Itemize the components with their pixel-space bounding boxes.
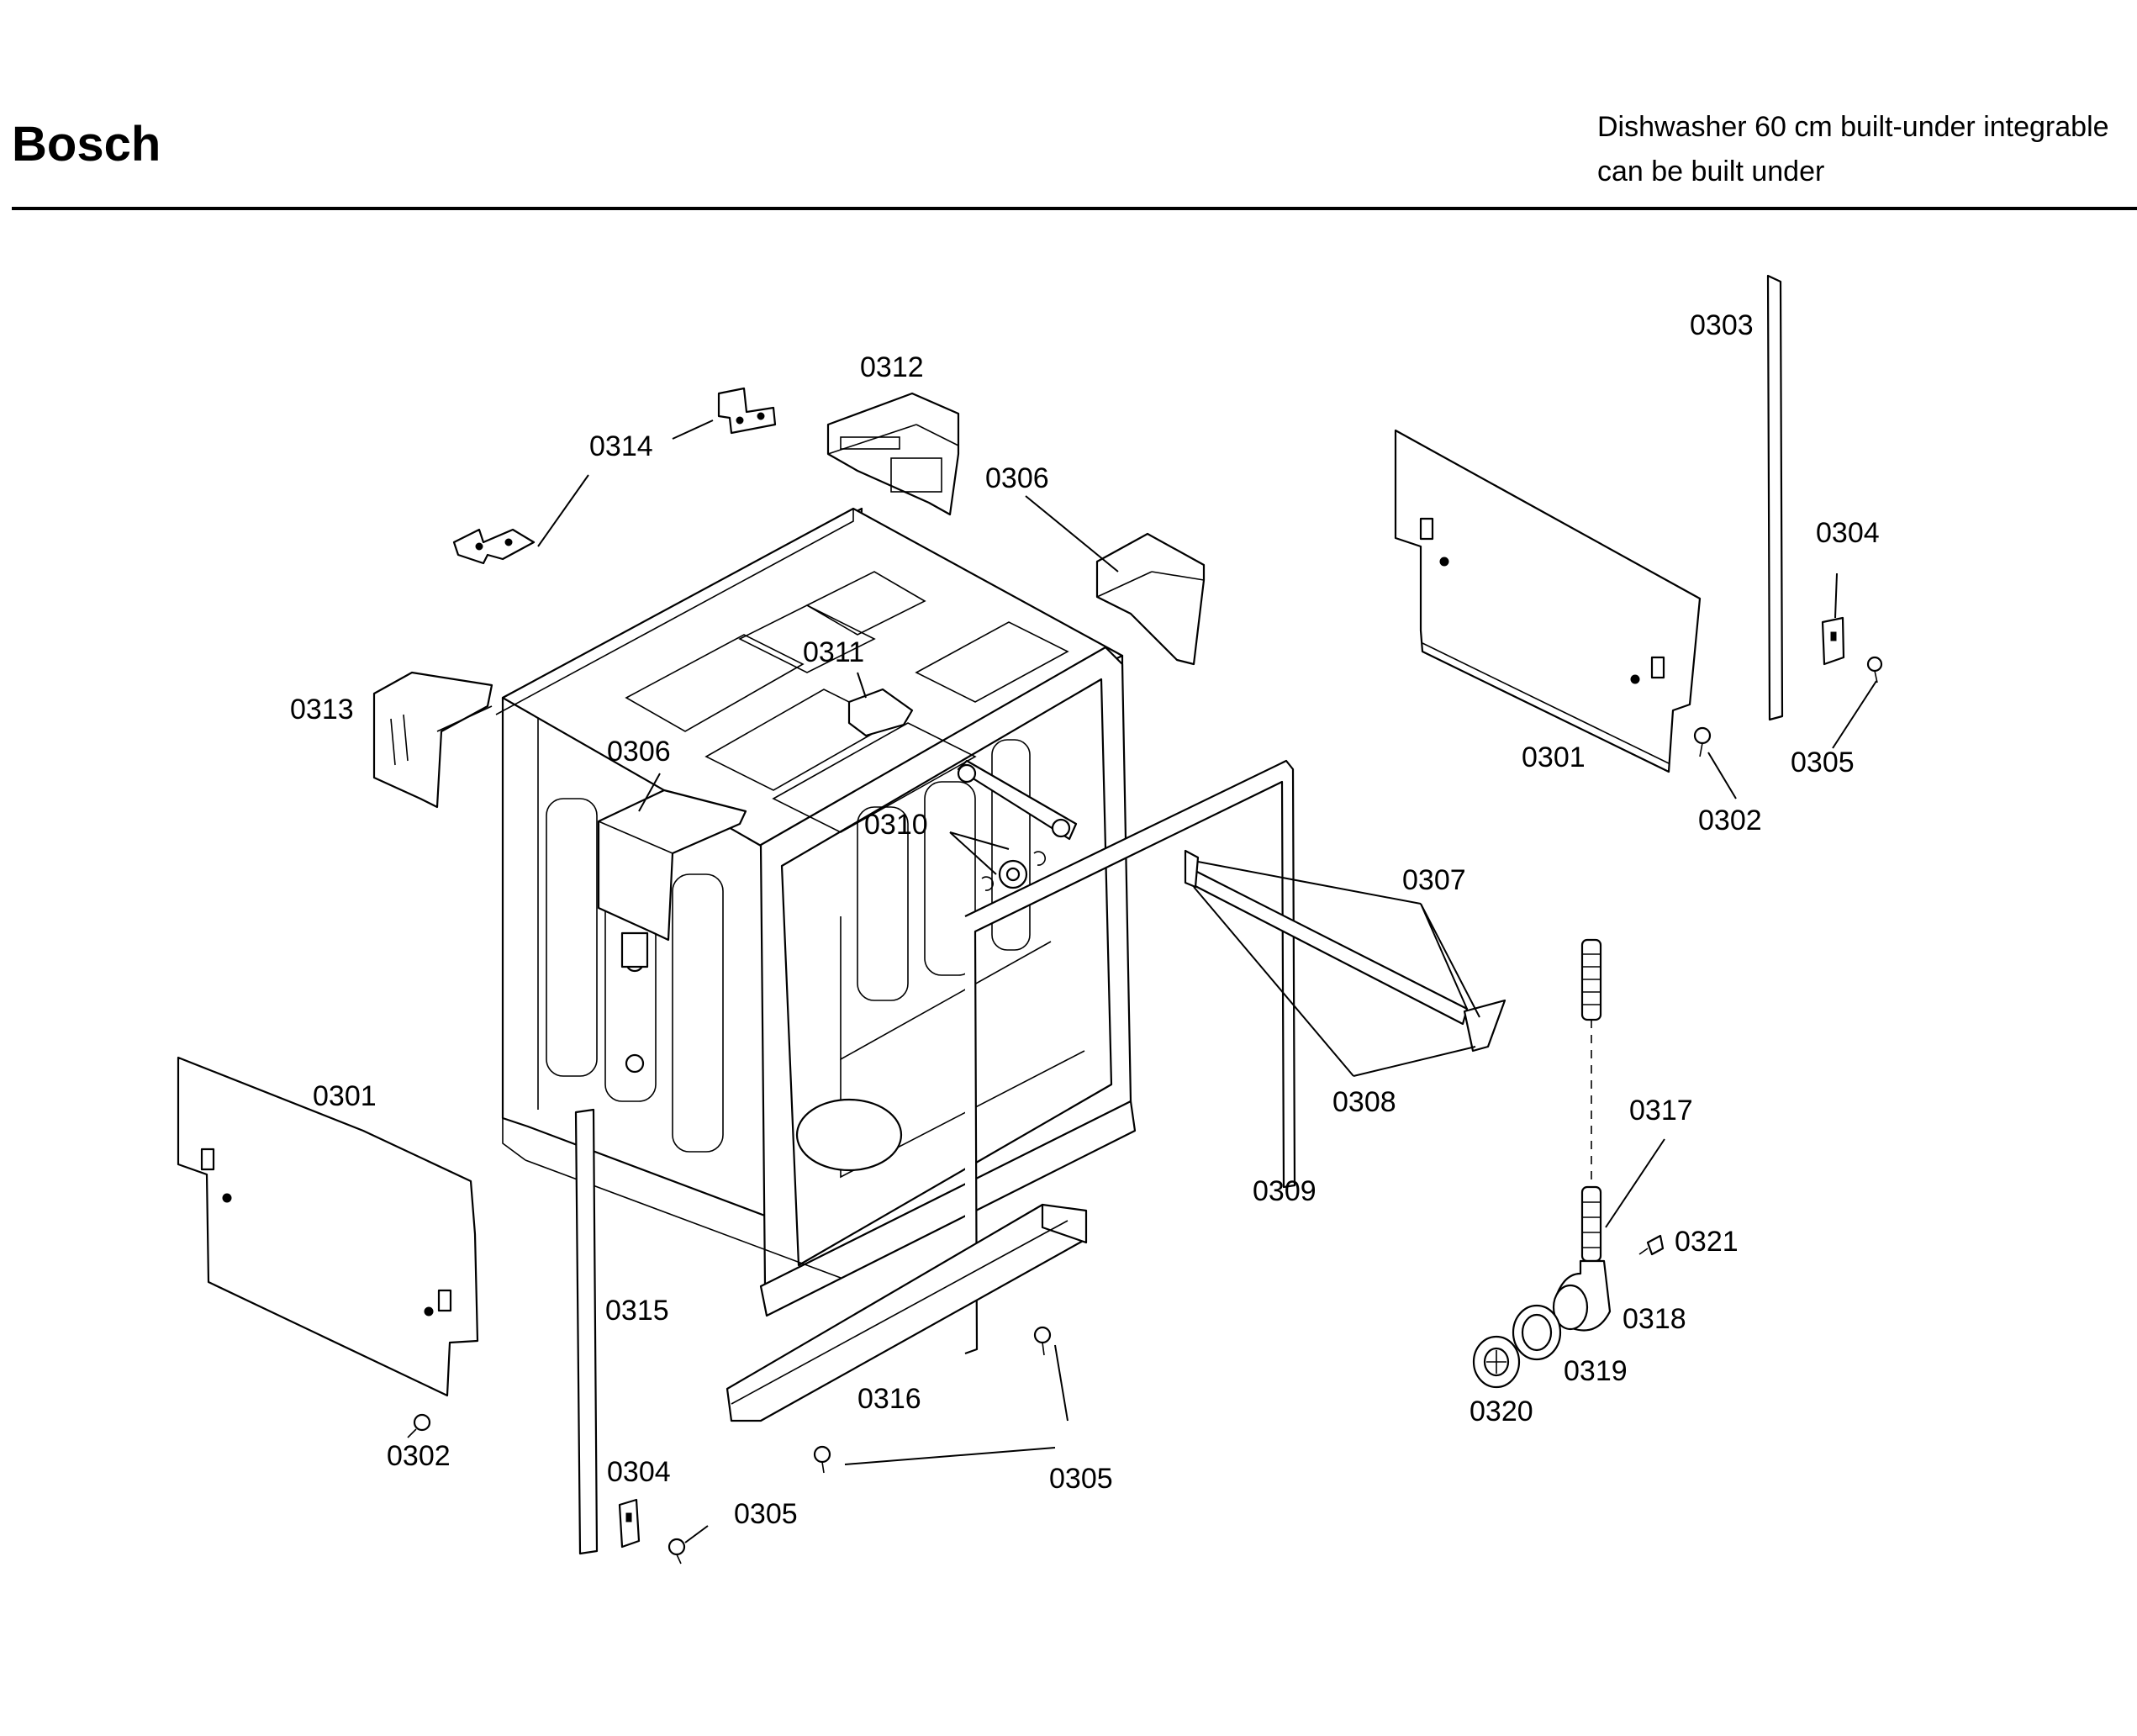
label-0314: 0314 [589, 430, 653, 462]
leader-lines [537, 419, 1877, 1543]
screw-0305-base-a [1033, 1326, 1052, 1356]
label-0305-left: 0305 [734, 1498, 798, 1530]
seal-strip-right [964, 759, 1296, 1355]
corner-cover-left [597, 789, 747, 942]
corner-cover-right [1095, 532, 1206, 666]
clip-left [618, 1498, 641, 1549]
model-description: Dishwasher 60 cm built-under integrable [1597, 111, 2109, 143]
label-0317: 0317 [1629, 1095, 1693, 1127]
side-bracket [372, 671, 493, 809]
label-0315: 0315 [605, 1295, 669, 1327]
label-0305-right: 0305 [1791, 747, 1855, 778]
label-0306-left: 0306 [607, 736, 671, 768]
drain-hose [1580, 938, 1602, 1263]
label-0301-right: 0301 [1522, 741, 1586, 773]
side-panel-right [1394, 429, 1702, 773]
side-panel-left [177, 1056, 479, 1397]
label-0309: 0309 [1253, 1175, 1316, 1207]
model-subdescription: can be built under [1597, 156, 1825, 187]
screw-0305-right [1866, 656, 1883, 683]
label-0310: 0310 [864, 809, 928, 841]
label-0319: 0319 [1564, 1355, 1628, 1387]
label-0304-right: 0304 [1816, 517, 1880, 549]
label-0302-left: 0302 [387, 1440, 451, 1472]
label-0307: 0307 [1402, 864, 1466, 896]
drain-elbow [1552, 1259, 1612, 1332]
label-0301-left: 0301 [313, 1080, 377, 1112]
label-0321: 0321 [1675, 1226, 1739, 1258]
label-0312: 0312 [860, 351, 924, 383]
label-0304-left: 0304 [607, 1456, 671, 1488]
hinge-arm [957, 759, 1078, 891]
seal-strip-left [574, 1108, 599, 1555]
cross-bar [1184, 849, 1506, 1053]
screw-0302-right [1693, 726, 1712, 757]
label-0305-base: 0305 [1049, 1463, 1113, 1495]
latch-part [847, 688, 914, 737]
drain-ring [1512, 1304, 1562, 1361]
screw-0305-left [667, 1538, 686, 1565]
base-rail [726, 1203, 1088, 1422]
label-0308: 0308 [1332, 1086, 1396, 1118]
drain-cap [1472, 1335, 1521, 1389]
label-0313: 0313 [290, 694, 354, 726]
brand-title: Bosch [12, 117, 161, 171]
clip-right [1821, 616, 1845, 666]
header-divider [12, 207, 2137, 210]
part-labels: 0312 0314 0306 0311 0313 0306 0310 0307 … [290, 309, 1880, 1530]
vertical-strip [1766, 274, 1784, 721]
label-0311: 0311 [803, 636, 864, 668]
screw-0302-left [407, 1413, 431, 1438]
label-0316: 0316 [857, 1383, 921, 1415]
screw-0305-base-b [813, 1445, 831, 1474]
top-bracket [826, 392, 960, 516]
label-0306-right: 0306 [985, 462, 1049, 494]
screw-0321 [1638, 1234, 1665, 1256]
label-0318: 0318 [1623, 1303, 1686, 1335]
hinge-bracket-top [717, 387, 777, 435]
label-0320: 0320 [1470, 1396, 1533, 1427]
label-0303: 0303 [1690, 309, 1754, 341]
hinge-bracket-bottom [452, 528, 536, 565]
label-0302-right: 0302 [1698, 805, 1762, 836]
